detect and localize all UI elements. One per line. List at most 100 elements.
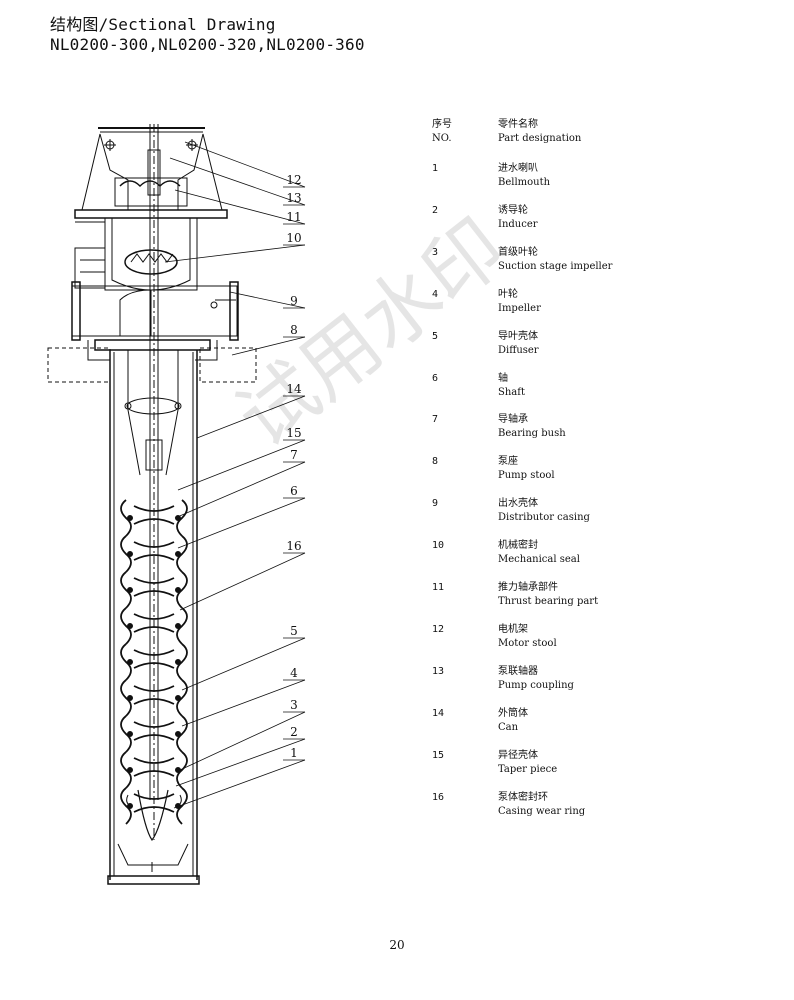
callout-number: 4 (290, 666, 298, 680)
part-number: 5 (432, 330, 439, 342)
wear-ring-mark (175, 731, 181, 737)
part-name-en: Inducer (498, 218, 538, 230)
callout-number: 9 (290, 294, 298, 308)
part-number: 13 (432, 665, 445, 677)
motor-stool (74, 127, 228, 219)
callout-leader (175, 738, 306, 787)
callout-leader (229, 291, 306, 309)
part-name-en: Bellmouth (498, 177, 551, 188)
part-name-cn: 首级叶轮 (498, 246, 538, 258)
part-number: 10 (432, 540, 445, 552)
callout-leader (179, 552, 306, 611)
part-name-en: Casing wear ring (498, 805, 586, 817)
part-name-en: Thrust bearing part (498, 596, 599, 607)
part-name-cn: 泵联轴器 (498, 665, 538, 677)
impeller-stage (120, 787, 188, 825)
part-name-cn: 出水壳体 (498, 498, 538, 510)
part-name-cn: 导叶壳体 (498, 330, 538, 342)
part-name-en: Motor stool (498, 637, 557, 649)
page-title: 结构图/Sectional Drawing (50, 15, 276, 34)
callout-leader (181, 637, 306, 691)
callout-leader (174, 461, 306, 519)
impeller-stage (120, 499, 188, 537)
page-number: 20 (389, 938, 405, 952)
wear-ring-mark (127, 587, 133, 593)
part-number: 1 (432, 163, 439, 174)
part-number: 6 (432, 372, 439, 384)
impeller-stage (120, 715, 188, 753)
callout-number: 14 (286, 382, 302, 396)
callout-leader (177, 497, 306, 549)
part-name-en: Taper piece (498, 763, 558, 775)
callout-leader (231, 336, 306, 356)
callout-number: 13 (286, 191, 301, 205)
callout-number: 7 (290, 448, 298, 462)
callout-number: 8 (290, 323, 298, 337)
callout-number: 1 (290, 746, 298, 760)
part-number: 8 (432, 456, 439, 468)
wear-ring-mark (175, 587, 181, 593)
wear-ring-mark (127, 767, 133, 773)
part-name-cn: 泵体密封环 (498, 791, 548, 803)
part-number: 7 (432, 414, 439, 426)
part-number: 11 (432, 582, 445, 593)
part-name-en: Shaft (498, 386, 525, 398)
part-name-en: Suction stage impeller (498, 260, 613, 272)
taper-piece (124, 350, 182, 476)
part-name-cn: 机械密封 (498, 540, 538, 552)
part-name-en: Bearing bush (498, 428, 566, 440)
part-name-cn: 导轴承 (498, 414, 528, 426)
callout-number: 5 (290, 624, 298, 638)
impeller-stage (120, 571, 188, 609)
wear-ring-mark (175, 695, 181, 701)
impeller-stage (120, 643, 188, 681)
part-name-cn: 诱导轮 (498, 204, 528, 216)
part-name-en: Distributor casing (498, 512, 590, 524)
part-number: 3 (432, 246, 439, 258)
callout-number: 10 (286, 231, 301, 245)
part-name-en: Diffuser (498, 344, 539, 356)
callout-number: 12 (286, 173, 301, 187)
model-numbers: NL0200-300,NL0200-320,NL0200-360 (50, 35, 365, 54)
impeller-stage (120, 607, 188, 645)
wear-ring-mark (175, 551, 181, 557)
wear-ring-mark (127, 659, 133, 665)
part-name-cn: 推力轴承部件 (498, 582, 558, 593)
part-number: 15 (432, 749, 445, 761)
callout-number: 3 (290, 698, 298, 712)
callout-number: 6 (290, 484, 298, 498)
header-no-en: NO. (432, 133, 452, 144)
callout-leader (181, 679, 306, 727)
part-number: 9 (432, 498, 439, 510)
callout-number: 15 (286, 426, 301, 440)
impeller-stage (120, 535, 188, 573)
callout-leader (179, 711, 306, 771)
callout-leader (184, 141, 306, 188)
part-name-cn: 电机架 (498, 623, 528, 635)
part-name-en: Can (498, 721, 519, 733)
part-name-en: Pump stool (498, 470, 555, 482)
part-name-cn: 叶轮 (498, 288, 518, 300)
impeller-stage (120, 679, 188, 717)
part-number: 2 (432, 204, 439, 216)
callout-number: 11 (286, 210, 301, 224)
header-name-en: Part designation (498, 133, 582, 144)
shaft (145, 124, 163, 840)
impeller-stage (120, 751, 188, 789)
callout-leader (164, 244, 306, 263)
wear-ring-mark (175, 767, 181, 773)
callout-leader (177, 439, 306, 491)
callout-number: 16 (286, 539, 301, 553)
wear-ring-mark (127, 695, 133, 701)
part-number: 12 (432, 623, 445, 635)
wear-ring-mark (175, 659, 181, 665)
part-name-cn: 泵座 (498, 456, 518, 468)
header-no-cn: 序号 (432, 119, 452, 130)
part-name-en: Pump coupling (498, 679, 574, 691)
bellmouth (126, 789, 182, 842)
wear-ring-mark (127, 551, 133, 557)
callout-leader (169, 157, 306, 206)
can-outer-barrel (107, 350, 200, 885)
